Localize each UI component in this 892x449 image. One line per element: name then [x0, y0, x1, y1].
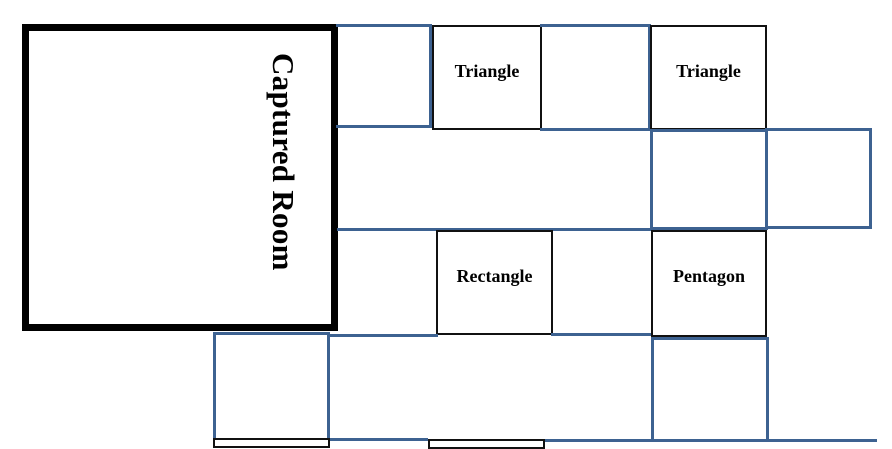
room-cell-pentagon: Pentagon — [651, 230, 767, 337]
room-cell-triangle: Triangle — [650, 25, 767, 130]
grid-line — [328, 438, 428, 441]
grid-cell-empty — [213, 332, 330, 446]
room-label: Rectangle — [456, 266, 533, 286]
grid-line — [767, 439, 877, 442]
grid-line — [328, 334, 438, 337]
grid-cell-partial — [213, 438, 330, 448]
grid-cell-empty — [540, 24, 651, 131]
room-cell-triangle: Triangle — [432, 25, 542, 130]
grid-cell-empty — [336, 24, 432, 128]
room-cell-rectangle: Rectangle — [436, 230, 553, 335]
grid-line — [337, 228, 653, 231]
grid-line — [545, 439, 653, 442]
captured-room: Captured Room — [22, 24, 338, 331]
grid-line — [551, 333, 652, 336]
room-label: Pentagon — [673, 266, 745, 286]
grid-cell-empty — [650, 129, 768, 230]
grid-cell-empty — [651, 337, 769, 442]
room-label: Triangle — [454, 61, 520, 81]
grid-cell-partial — [428, 439, 545, 449]
grid-cell-empty — [765, 128, 872, 229]
room-label: Triangle — [676, 61, 741, 81]
captured-room-label: Captured Room — [266, 53, 301, 271]
